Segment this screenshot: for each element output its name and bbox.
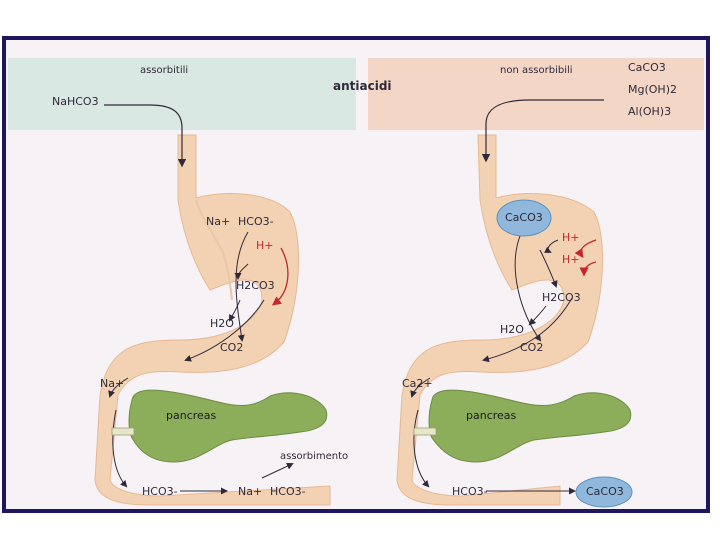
right-banner-compound-3: Al(OH)3 <box>628 105 672 118</box>
left-absorbed-na: Na+ <box>100 377 125 390</box>
left-h2co3: H2CO3 <box>236 279 275 292</box>
right-banner-compound-2: Mg(OH)2 <box>628 83 677 96</box>
right-stomach <box>396 99 633 508</box>
right-pancreas-shape <box>428 389 632 463</box>
left-banner-title: assorbitili <box>140 65 189 76</box>
right-absorbed-ca: Ca2+ <box>402 377 433 390</box>
left-absorption-label: assorbimento <box>280 451 349 462</box>
right-h2o: H2O <box>500 323 524 336</box>
left-hco3-ion: HCO3- <box>238 215 274 228</box>
right-intestine-caco3: CaCO3 <box>586 485 624 498</box>
right-banner-compound-1: CaCO3 <box>628 61 666 74</box>
right-banner-title: non assorbibili <box>500 65 573 76</box>
center-banner-title: antiacidi <box>333 79 392 93</box>
left-h-plus: H+ <box>256 239 274 252</box>
left-pancreas-label: pancreas <box>166 409 217 422</box>
left-intestine-hco3: HCO3- <box>142 485 178 498</box>
intestine-caco3-bubble <box>575 476 633 508</box>
left-stomach <box>94 104 331 506</box>
right-bubble-caco3: CaCO3 <box>505 211 543 224</box>
left-na-ion: Na+ <box>206 215 231 228</box>
right-h2co3: H2CO3 <box>542 291 581 304</box>
right-co2: CO2 <box>520 341 544 354</box>
left-co2: CO2 <box>220 341 244 354</box>
right-stomach-caco3-bubble <box>496 199 552 237</box>
left-h2o: H2O <box>210 317 234 330</box>
left-banner-compound: NaHCO3 <box>52 95 99 108</box>
right-pancreas-label: pancreas <box>466 409 517 422</box>
left-intestine-hco3-2: HCO3- <box>270 485 306 498</box>
right-intestine-hco3: HCO3- <box>452 485 488 498</box>
left-intestine-na: Na+ <box>238 485 263 498</box>
left-banner-background <box>8 58 356 130</box>
right-h-plus-2: H+ <box>562 253 580 266</box>
right-h-plus-1: H+ <box>562 231 580 244</box>
left-pancreas-shape <box>128 389 328 463</box>
right-banner-background <box>368 58 704 130</box>
